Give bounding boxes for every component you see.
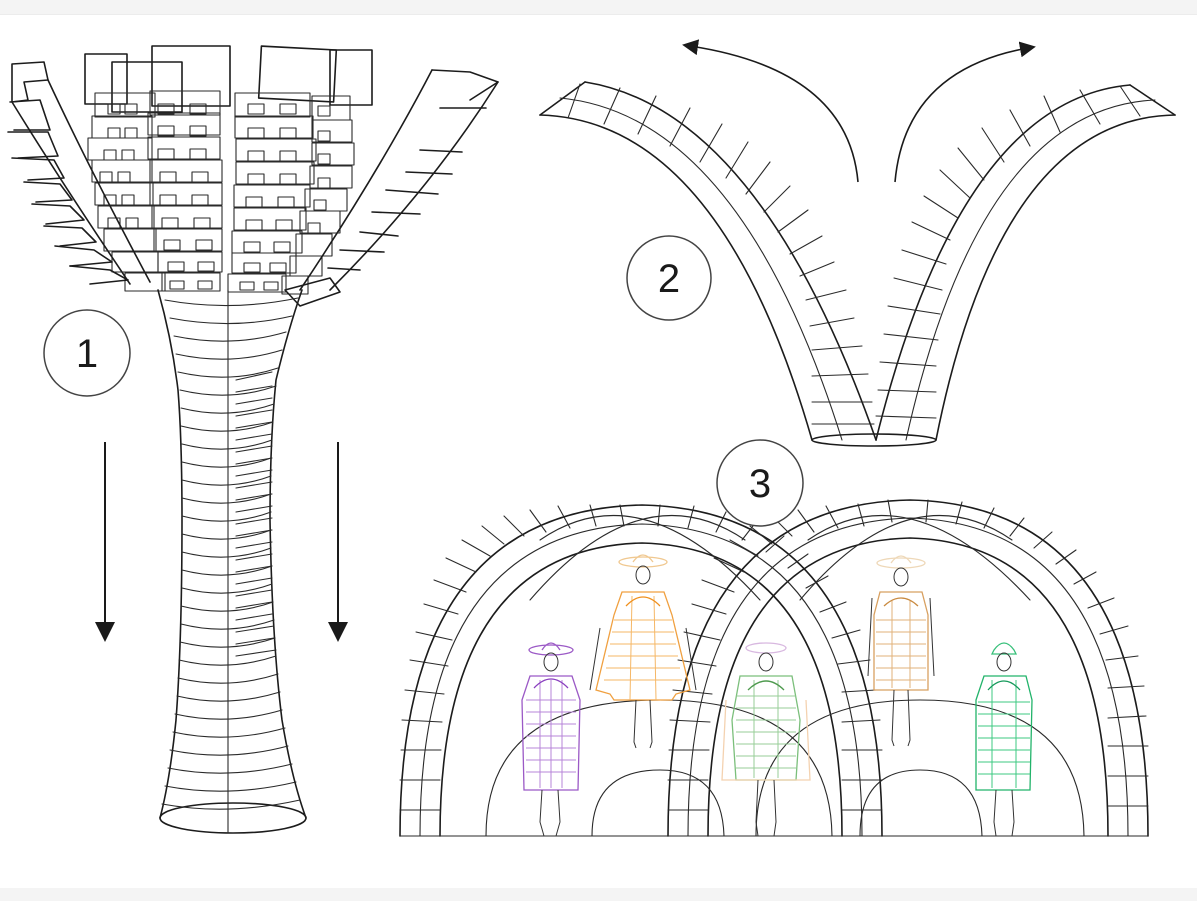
step-badge-2: 2 — [626, 235, 712, 321]
step-label-1: 1 — [76, 332, 98, 376]
tower-trunk — [157, 289, 307, 834]
arrow-curve-up-left — [682, 39, 859, 183]
bottom-frame-band — [0, 888, 1197, 901]
figure-green-translucent-dress — [721, 642, 811, 837]
figure-tan-dress — [867, 555, 935, 747]
arches-drawing — [399, 499, 1149, 837]
step-badge-3: 3 — [716, 439, 804, 527]
figure-purple-dress — [521, 642, 581, 837]
tower-canopy — [7, 45, 499, 307]
tower-drawing — [7, 45, 499, 834]
step-label-3: 3 — [749, 462, 771, 506]
top-frame-band — [0, 0, 1197, 15]
figure-emerald-dress — [975, 642, 1033, 837]
figure-orange-dress — [589, 554, 697, 749]
step-badge-1: 1 — [43, 309, 131, 397]
step-label-2: 2 — [658, 257, 680, 301]
curved-arms-drawing — [539, 81, 1176, 447]
arrow-curve-up-right — [894, 41, 1036, 183]
